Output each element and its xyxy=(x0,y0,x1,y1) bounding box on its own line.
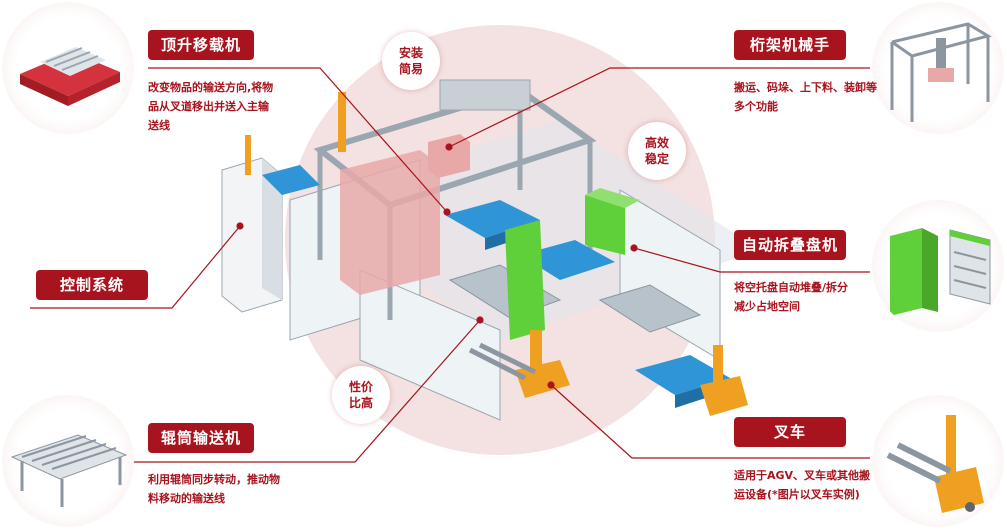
pallet-folder-thumb-icon xyxy=(872,200,1004,332)
forklift-title: 叉车 xyxy=(734,417,846,447)
forklift-right xyxy=(700,345,748,416)
blue-pallet-top xyxy=(445,200,540,238)
lift-transfer-desc-line1: 改变物品的输送方向,将物 xyxy=(148,81,274,94)
front-fence xyxy=(359,269,501,421)
leader-gantry xyxy=(448,67,870,148)
pallet-folder-title: 自动拆叠盘机 xyxy=(734,230,846,260)
roller-conveyor-title: 辊筒输送机 xyxy=(148,423,254,453)
forklift-desc-line1: 适用于AGV、叉车或其他搬 xyxy=(734,469,871,482)
bubble-value: 性价 比高 xyxy=(332,366,390,424)
leader-control xyxy=(30,225,241,309)
leader-lines xyxy=(30,67,870,463)
pallet-folder-desc-line2: 减少占地空间 xyxy=(734,300,800,313)
gantry-robot-desc-line1: 搬运、码垛、上下料、装卸等 xyxy=(734,81,877,94)
cargo-volume xyxy=(340,150,440,295)
forklift-main xyxy=(468,330,570,398)
roller-conveyor-desc-line1: 利用辊筒同步转动，推动物 xyxy=(148,473,280,486)
roller-conveyor-desc: 利用辊筒同步转动，推动物 料移动的输送线 xyxy=(148,470,323,508)
lift-transfer-desc-line2: 品从叉道移出并送入主输 xyxy=(148,100,269,113)
lift-transfer-desc-line3: 送线 xyxy=(148,119,170,132)
roller-conveyor-desc-line2: 料移动的输送线 xyxy=(148,492,225,505)
leader-forklift xyxy=(550,384,870,459)
forklift-desc-line2: 运设备(*图片以叉车实例) xyxy=(734,488,860,501)
roller-conveyor-thumb-icon xyxy=(2,395,134,527)
lift-transfer-thumb-icon xyxy=(2,2,134,134)
gantry-robot-desc-line2: 多个功能 xyxy=(734,100,778,113)
control-system-title: 控制系统 xyxy=(36,270,148,300)
green-folder-front xyxy=(505,220,545,340)
gantry-robot-thumb-icon xyxy=(872,2,1004,134)
leader-lift xyxy=(148,67,448,213)
forklift-desc: 适用于AGV、叉车或其他搬 运设备(*图片以叉车实例) xyxy=(734,466,879,504)
tower-light-1 xyxy=(338,92,346,152)
bubble-efficient: 高效 稳定 xyxy=(628,122,686,180)
green-folder-right xyxy=(585,195,625,255)
blue-pallet-left xyxy=(262,165,320,195)
gantry-robot-title: 桁架机械手 xyxy=(734,30,846,60)
lift-transfer-desc: 改变物品的输送方向,将物 品从叉道移出并送入主输 送线 xyxy=(148,78,318,135)
lift-transfer-title: 顶升移载机 xyxy=(148,30,254,60)
leader-roller xyxy=(30,319,481,463)
blue-pallet-mid xyxy=(520,240,615,280)
bubble-install: 安装 简易 xyxy=(382,32,440,90)
roller-line-2 xyxy=(598,284,702,333)
forklift-thumb-icon xyxy=(872,395,1004,527)
tower-light-2 xyxy=(245,135,251,175)
gripper-box xyxy=(428,134,470,178)
leader-folder xyxy=(633,247,870,273)
gantry-robot-desc: 搬运、码垛、上下料、装卸等 多个功能 xyxy=(734,78,879,116)
pallet-folder-desc: 将空托盘自动堆叠/拆分 减少占地空间 xyxy=(734,278,874,316)
pallet-folder-desc-line1: 将空托盘自动堆叠/拆分 xyxy=(734,281,849,294)
